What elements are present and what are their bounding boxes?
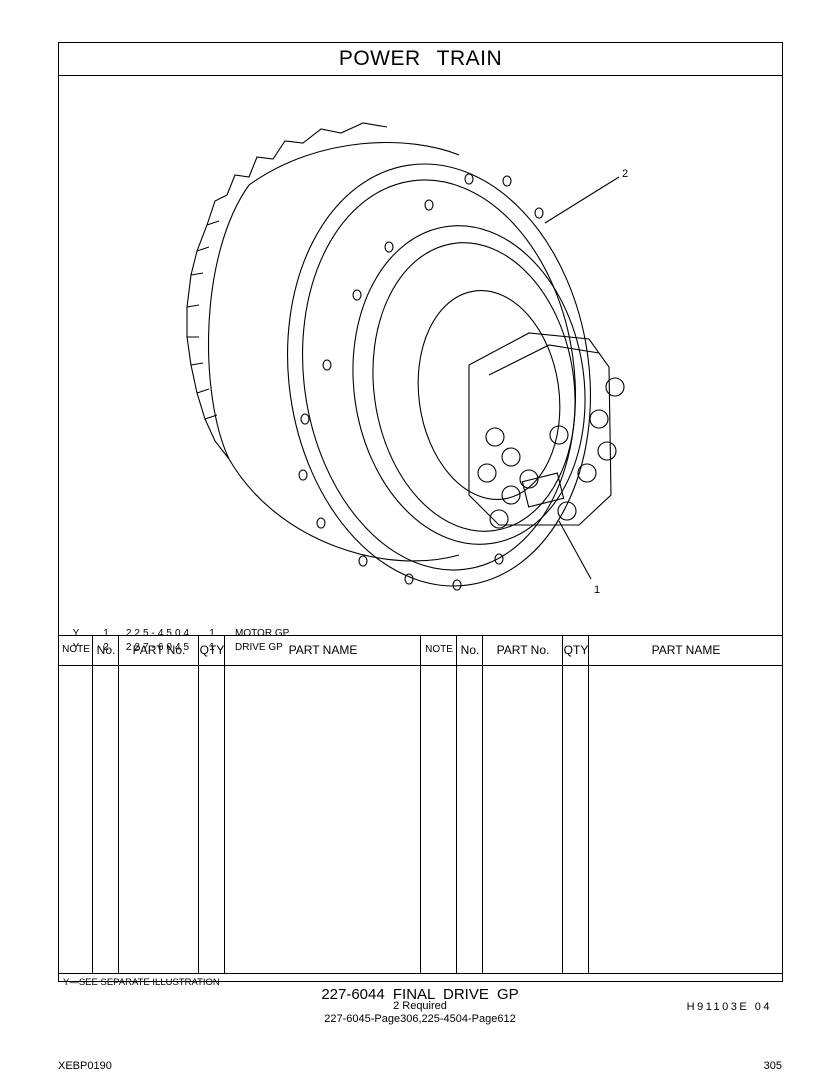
final-drive-drawing: 2 1 [186, 122, 628, 596]
row1-part-name: MOTOR GP [235, 628, 290, 639]
col-part-name [225, 635, 421, 973]
row1-note: Y [72, 628, 80, 639]
header-qty-2: QTY [563, 643, 589, 657]
callout-1: 1 [594, 584, 600, 596]
col-note [59, 635, 93, 973]
header-note-2: NOTE [425, 644, 453, 655]
row2-note: Y [72, 642, 80, 653]
row2-part-no: 227-6045 [125, 642, 193, 653]
row2-qty: 1 [209, 642, 215, 653]
col-note-2 [421, 635, 457, 973]
header-note: NOTE [62, 644, 90, 655]
col-qty-2 [563, 635, 589, 973]
doc-code: XEBP0190 [58, 1060, 112, 1072]
row1-no: 1 [103, 628, 109, 639]
header-part-name-2: PART NAME [651, 643, 721, 657]
footnote-separator [59, 973, 782, 974]
col-part-no-2 [483, 635, 563, 973]
parts-page-frame: POWER TRAIN [58, 42, 783, 1013]
header-part-name: PART NAME [288, 643, 358, 657]
row1-part-no: 225-4504 [125, 628, 193, 639]
row2-part-name: DRIVE GP [235, 642, 283, 653]
col-no [93, 635, 119, 973]
col-qty [199, 635, 225, 973]
figure-code: H91103E 04 [686, 1001, 772, 1013]
caption-required: 2 Required [393, 1000, 447, 1012]
page-title: POWER TRAIN [59, 43, 782, 76]
footnote: Y—SEE SEPARATE ILLUSTRATION [63, 977, 220, 988]
header-no: No. [96, 643, 116, 657]
header-part-no-2: PART No. [496, 643, 550, 657]
col-no-2 [457, 635, 483, 973]
callout-2: 2 [622, 168, 628, 180]
header-no-2: No. [460, 643, 480, 657]
caption-refs: 227-6045-Page306,225-4504-Page612 [324, 1013, 516, 1025]
row1-qty: 1 [209, 628, 215, 639]
header-part-no: PART No. [132, 643, 186, 657]
illustration: 2 1 [59, 75, 782, 636]
row2-no: 2 [103, 642, 109, 653]
header-qty: QTY [199, 643, 225, 657]
caption-main: 227-6044 FINAL DRIVE GP [321, 986, 519, 1003]
col-part-no [119, 635, 199, 973]
page-number: 305 [763, 1060, 782, 1072]
